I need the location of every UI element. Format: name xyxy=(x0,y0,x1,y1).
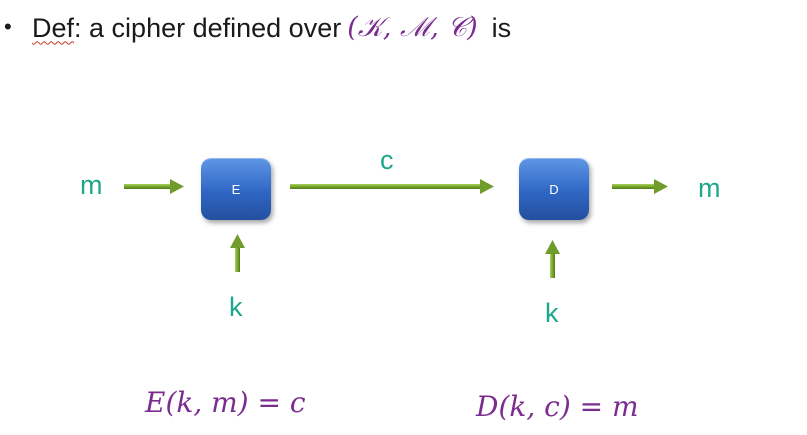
definition-text: : a cipher defined over xyxy=(74,12,342,43)
encrypt-formula: E(k, m) = c xyxy=(145,386,306,419)
definition-math: (𝒦, ℳ, 𝒞) xyxy=(347,12,478,43)
arrow-key-to-encrypt xyxy=(230,234,245,272)
encrypt-box-label: E xyxy=(231,181,241,197)
arrow-key-to-decrypt xyxy=(545,240,560,278)
ciphertext-label: c xyxy=(380,145,394,175)
output-message-label: m xyxy=(698,173,721,203)
encrypt-box: E xyxy=(201,158,271,220)
definition-line: • Def : a cipher defined over (𝒦, ℳ, 𝒞) … xyxy=(4,8,511,48)
input-message-label: m xyxy=(80,170,103,200)
decrypt-formula: D(k, c) = m xyxy=(476,390,639,423)
key-label-encrypt: k xyxy=(229,292,243,322)
definition-end: is xyxy=(491,12,512,43)
arrow-input-to-encrypt xyxy=(124,179,184,194)
def-word: Def xyxy=(32,12,75,43)
arrow-ciphertext xyxy=(290,179,494,194)
bullet: • xyxy=(4,14,12,39)
key-label-decrypt: k xyxy=(545,298,559,328)
decrypt-box-label: D xyxy=(549,181,559,197)
arrow-decrypt-to-output xyxy=(612,179,668,194)
decrypt-box: D xyxy=(519,158,589,220)
